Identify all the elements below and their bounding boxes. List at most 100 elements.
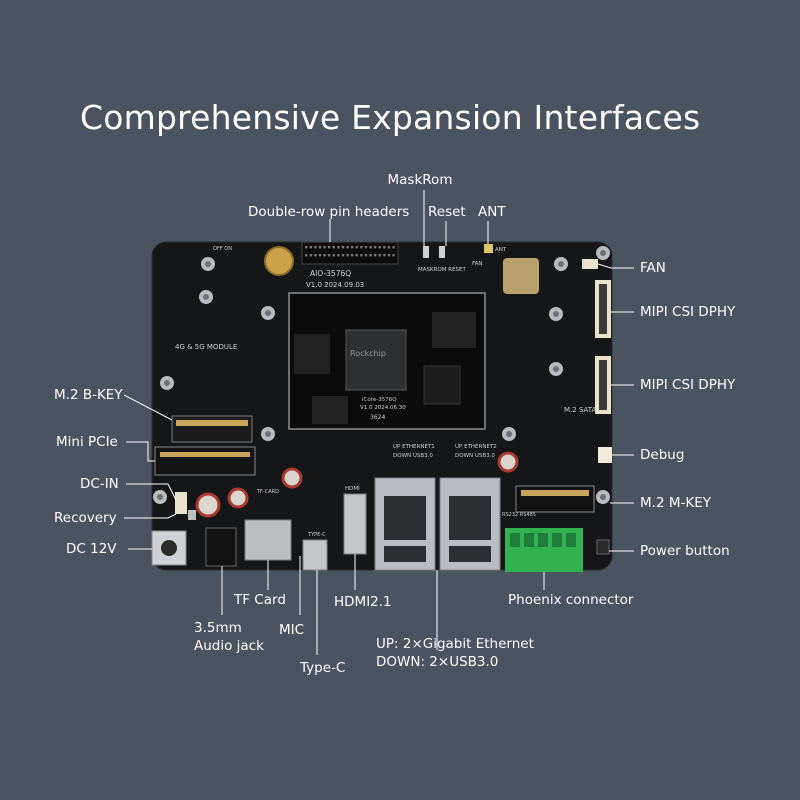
header-pin <box>387 246 391 249</box>
label-type-c: Type-C <box>300 660 346 676</box>
label-maskrom: MaskRom <box>387 172 453 188</box>
header-pin <box>351 254 354 257</box>
header-pin <box>383 246 386 249</box>
silk-tf-card: TF-CARD <box>256 489 279 495</box>
header-pin <box>392 254 395 257</box>
label-power-button: Power button <box>640 543 730 559</box>
label-mipi-2: MIPI CSI DPHY <box>640 377 736 393</box>
header-pin <box>351 246 354 249</box>
label-reset: Reset <box>428 204 466 220</box>
header-pin <box>323 254 326 257</box>
phoenix-terminal <box>510 533 520 547</box>
label-mipi-1: MIPI CSI DPHY <box>640 304 736 320</box>
silk-hdmi: HDMI <box>345 486 360 492</box>
label-hdmi: HDMI2.1 <box>334 594 392 610</box>
silk-usb1: DOWN USB3.0 <box>393 453 433 459</box>
header-pin <box>337 246 340 249</box>
header-pin <box>328 254 331 257</box>
leader-lines <box>123 190 634 655</box>
silk-chip-brand: Rockchip <box>350 349 386 358</box>
header-pin <box>341 254 345 257</box>
header-pin <box>346 254 349 257</box>
ant-connector <box>484 244 493 253</box>
wifi-module <box>503 258 539 294</box>
coin-cell <box>264 246 294 276</box>
phoenix-terminal <box>566 533 576 547</box>
header-pin <box>318 254 322 257</box>
header-pin <box>328 246 331 249</box>
m2-mkey-slot <box>515 485 595 513</box>
memory-chip-1 <box>294 334 330 374</box>
label-mini-pcie: Mini PCIe <box>56 434 118 450</box>
label-phoenix: Phoenix connector <box>508 592 634 608</box>
header-pin <box>355 246 358 249</box>
recovery-button <box>188 510 196 520</box>
phoenix-terminal <box>538 533 548 547</box>
memory-chip-2 <box>432 312 476 348</box>
header-pin <box>305 254 308 257</box>
phoenix-terminal <box>524 533 534 547</box>
label-tf-card: TF Card <box>234 592 286 608</box>
label-ethernet-2: DOWN: 2×USB3.0 <box>376 654 499 670</box>
header-pin <box>309 254 312 257</box>
label-pin-headers: Double-row pin headers <box>248 204 410 220</box>
header-pin <box>314 254 317 257</box>
debug-connector <box>598 447 612 463</box>
label-dc12v: DC 12V <box>66 541 117 557</box>
header-pin <box>369 254 372 257</box>
label-audio-2: Audio jack <box>194 638 264 654</box>
header-pin <box>360 254 363 257</box>
header-pin <box>392 246 395 249</box>
power-button-part <box>596 539 610 555</box>
label-dc-in: DC-IN <box>80 476 119 492</box>
maskrom-switch <box>423 246 429 258</box>
hdmi-port <box>343 493 367 555</box>
label-mic: MIC <box>279 622 305 638</box>
standoffs <box>153 246 610 504</box>
reset-switch <box>439 246 445 258</box>
silk-board-name: AIO-3576Q <box>310 269 351 278</box>
pin-header-block <box>301 241 399 265</box>
silk-module-name: 4G & 5G MODULE <box>175 343 237 351</box>
silk-fan: FAN <box>472 261 483 267</box>
silk-rs: RS232 RS485 <box>502 512 536 518</box>
header-pin <box>314 246 317 249</box>
silk-core-version: V1.0 2024.06.30 <box>360 405 406 411</box>
header-pin <box>323 246 326 249</box>
ethernet-usb-stack-2 <box>439 477 501 571</box>
header-pin <box>332 246 335 249</box>
header-pin <box>378 246 381 249</box>
soc-chip <box>345 329 407 391</box>
tf-card-slot <box>244 519 292 561</box>
label-m2-bkey: M.2 B-KEY <box>54 387 123 403</box>
emmc-chip <box>312 396 348 424</box>
header-pin <box>378 254 381 257</box>
header-pin <box>309 246 312 249</box>
header-pin <box>364 254 368 257</box>
silk-core-name: iCore-3576Q <box>362 397 397 403</box>
silk-board-version: V1.0 2024.09.03 <box>306 281 364 289</box>
ethernet-usb-stack-1 <box>374 477 436 571</box>
audio-jack <box>205 527 237 567</box>
m2-bkey-slot <box>171 415 253 443</box>
silk-eth2: UP ETHERNET2 <box>455 444 497 450</box>
header-pin <box>364 246 368 249</box>
label-fan: FAN <box>640 260 666 276</box>
header-pin <box>355 254 358 257</box>
phoenix-terminal <box>552 533 562 547</box>
header-pin <box>305 246 308 249</box>
header-pin <box>374 246 377 249</box>
silk-chip-code: 3624 <box>370 414 385 421</box>
header-pin <box>337 254 340 257</box>
silk-off-on: OFF ON <box>213 246 232 252</box>
header-pin <box>369 246 372 249</box>
label-ethernet-1: UP: 2×Gigabit Ethernet <box>376 636 534 652</box>
label-recovery: Recovery <box>54 510 117 526</box>
silk-type-c: TYPE-C <box>307 532 326 538</box>
label-m2-mkey: M.2 M-KEY <box>640 495 711 511</box>
silk-ant: ANT <box>495 247 507 253</box>
header-pin <box>346 246 349 249</box>
label-debug: Debug <box>640 447 685 463</box>
header-pin <box>332 254 335 257</box>
